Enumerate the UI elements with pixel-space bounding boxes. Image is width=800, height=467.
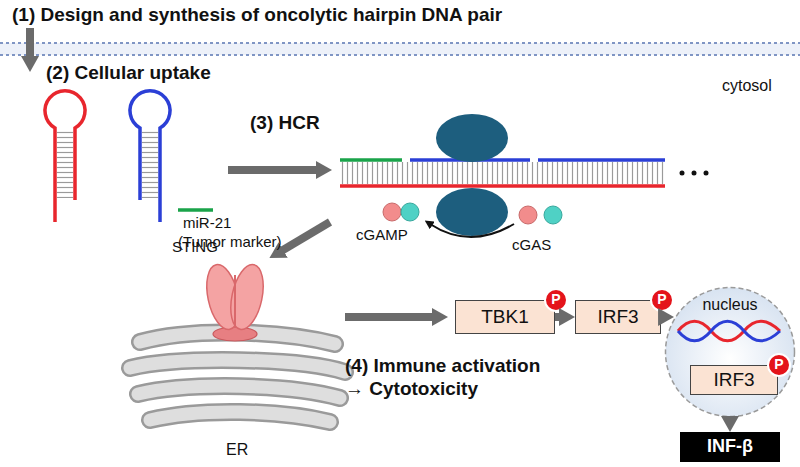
node-text: nucleus <box>702 296 757 314</box>
step-arrow <box>278 222 330 253</box>
step-title: (3) HCR <box>250 112 320 135</box>
node-text: TBK1 <box>481 307 529 328</box>
er-lumen <box>138 386 340 398</box>
hairpin-stem <box>57 131 73 198</box>
transcription-factor-box: IRF3P <box>575 300 661 334</box>
molecule-label: STING <box>172 238 218 256</box>
step-arrow <box>228 166 322 174</box>
membrane-line <box>0 54 800 56</box>
mirna-strand <box>340 158 402 162</box>
blue-strand <box>538 158 665 162</box>
er-lumen <box>150 412 330 422</box>
signal-arrow <box>726 418 734 422</box>
blue-strand <box>410 158 530 162</box>
nucleus-outline <box>666 288 795 417</box>
node-text: P <box>657 292 666 307</box>
kinase-box: TBK1P <box>455 300 555 334</box>
organelle-label: ER <box>226 440 248 459</box>
phospho-badge: P <box>650 288 674 312</box>
signal-arrow <box>555 313 565 321</box>
dna-helix <box>678 321 780 341</box>
er-membrane <box>140 332 335 344</box>
nucleotide-circle <box>519 206 537 224</box>
compartment-label: cytosol <box>722 76 772 95</box>
step-arrow <box>345 313 438 321</box>
output-box: INF-β <box>680 432 780 462</box>
dna-helix <box>678 321 780 341</box>
er-membrane <box>138 386 340 398</box>
sting-base <box>213 327 257 341</box>
continuation-dot <box>680 171 685 176</box>
er-lumen <box>130 360 345 372</box>
signal-arrow <box>661 313 664 321</box>
transcription-factor-box: IRF3P <box>690 365 778 395</box>
membrane-line <box>0 42 800 44</box>
sting-groove <box>234 275 236 328</box>
er-membrane <box>150 412 330 422</box>
step-title: (4) Immune activation → Cytotoxicity <box>345 355 545 401</box>
red-strand <box>340 184 665 188</box>
continuation-dot <box>692 171 697 176</box>
continuation-dot <box>704 171 709 176</box>
step-arrow <box>26 28 34 62</box>
node-text: IRF3 <box>597 307 638 328</box>
node-text: IRF3 <box>713 370 754 391</box>
nucleus-circle: nucleusIRF3P <box>664 286 796 418</box>
step-title: (2) Cellular uptake <box>46 62 211 85</box>
phospho-badge: P <box>544 288 568 312</box>
phospho-badge: P <box>767 353 791 377</box>
mirna-strand <box>178 208 213 212</box>
molecule-label: miR-21 <box>183 214 231 232</box>
cgas-enzyme <box>436 188 508 236</box>
cgas-enzyme <box>436 114 508 162</box>
nucleotide-circle <box>401 203 419 221</box>
cell-membrane <box>0 43 800 55</box>
blue-hairpin <box>130 91 170 222</box>
red-hairpin <box>45 91 85 222</box>
synthesis-arrow <box>430 224 514 237</box>
node-text: INF-β <box>707 437 753 457</box>
er-membrane <box>130 360 345 372</box>
sting-protein <box>201 262 244 333</box>
molecule-label: cGAS <box>512 236 551 254</box>
sting-protein <box>225 262 268 333</box>
hairpin-stem <box>142 131 158 198</box>
step-title: (1) Design and synthesis of oncolytic ha… <box>12 4 502 27</box>
node-text: P <box>551 292 560 307</box>
molecule-label: cGAMP <box>356 226 408 244</box>
er-lumen <box>140 332 335 344</box>
node-text: P <box>774 357 783 372</box>
nucleotide-circle <box>383 203 401 221</box>
duplex-base-pairs <box>340 162 665 184</box>
nucleotide-circle <box>544 206 562 224</box>
